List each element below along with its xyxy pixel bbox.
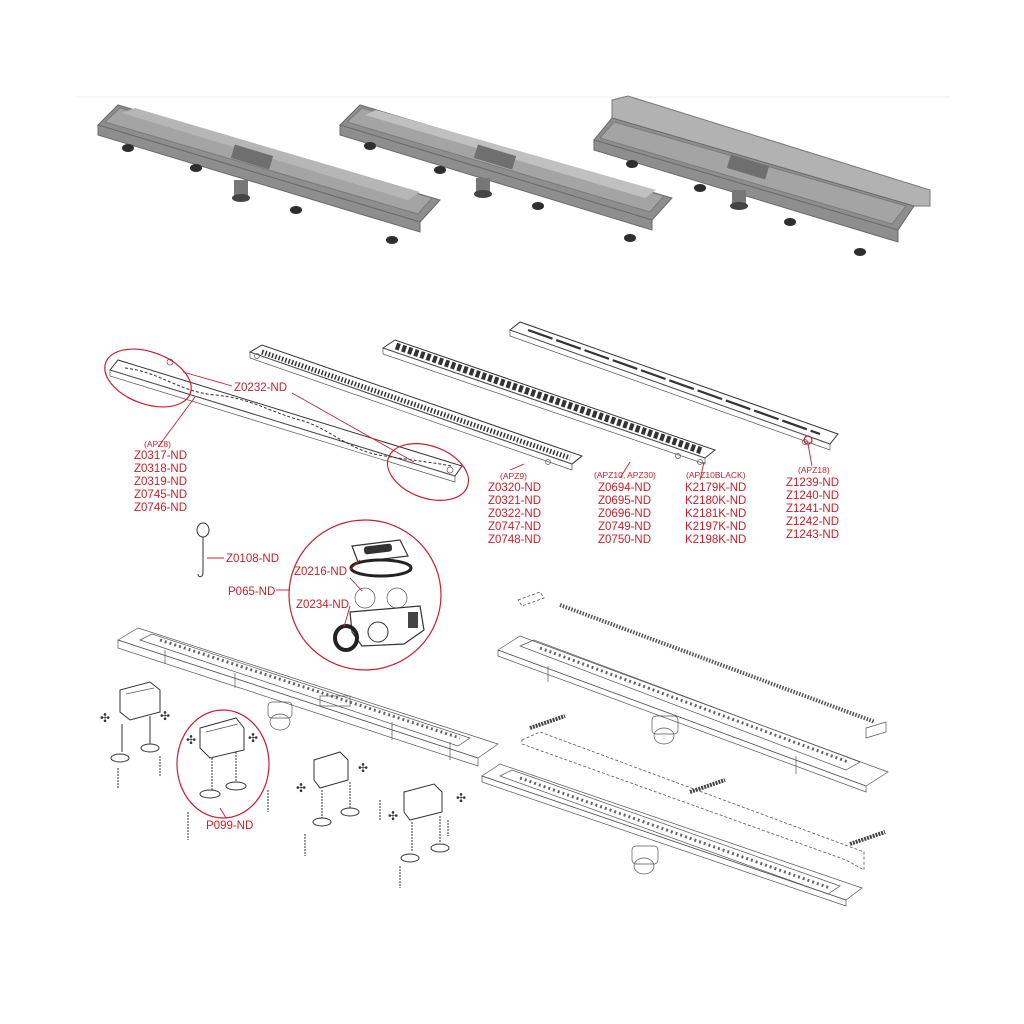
- label-apz18-series: (APZ18): [798, 465, 830, 475]
- foot-group-2: ✣ ✣: [176, 709, 270, 840]
- product-photos: [75, 95, 950, 256]
- grate-apz8: [109, 358, 463, 483]
- label-apz10black-code-1: K2179K-ND: [685, 482, 746, 494]
- label-p099: P099-ND: [206, 820, 253, 832]
- grate-apz18: [508, 321, 839, 451]
- grate-apz9: [248, 344, 584, 471]
- svg-text:✣: ✣: [456, 791, 466, 805]
- label-apz9-code-4: Z0747-ND: [488, 521, 541, 533]
- exploded-channel-left: [117, 627, 499, 767]
- foot-group-1: ✣ ✣: [100, 681, 170, 788]
- label-apz9-code-3: Z0322-ND: [488, 508, 541, 520]
- channel-photo-1: [97, 104, 441, 244]
- label-apz8-code-5: Z0746-ND: [134, 502, 187, 514]
- label-apz10-series: (APZ10, APZ30): [594, 470, 656, 480]
- label-apz18-code-2: Z1240-ND: [786, 490, 839, 502]
- label-apz10-code-5: Z0750-ND: [598, 534, 651, 546]
- foot-group-4: ✣ ✣: [388, 783, 466, 888]
- channel-photo-3: [593, 95, 931, 256]
- label-apz9-series: (APZ9): [500, 471, 527, 481]
- svg-text:✣: ✣: [296, 781, 306, 795]
- siphon-detail-ring: [288, 519, 442, 671]
- label-apz8-code-2: Z0318-ND: [134, 463, 187, 475]
- svg-text:✣: ✣: [388, 809, 398, 823]
- label-apz9-code-5: Z0748-ND: [488, 534, 541, 546]
- svg-text:✣: ✣: [186, 733, 196, 747]
- grate-apz10: [381, 339, 717, 465]
- label-apz10black-code-4: K2197K-ND: [685, 521, 746, 533]
- label-apz10-code-4: Z0749-ND: [598, 521, 651, 533]
- label-apz8-code-1: Z0317-ND: [134, 450, 187, 462]
- label-apz8-code-3: Z0319-ND: [134, 476, 187, 488]
- label-apz18-code-5: Z1243-ND: [786, 529, 839, 541]
- svg-text:✣: ✣: [358, 761, 368, 775]
- label-z0232: Z0232-ND: [234, 382, 287, 394]
- label-apz10-code-2: Z0695-ND: [598, 495, 651, 507]
- svg-text:✣: ✣: [100, 711, 110, 725]
- label-p065: P065-ND: [228, 586, 275, 598]
- label-apz18-code-4: Z1242-ND: [786, 516, 839, 528]
- label-apz10-code-3: Z0696-ND: [598, 508, 651, 520]
- foot-group-3: ✣ ✣: [296, 751, 381, 856]
- label-apz8-series: (APZ8): [144, 439, 171, 449]
- svg-text:✣: ✣: [248, 731, 258, 745]
- label-apz9-code-2: Z0321-ND: [488, 495, 541, 507]
- label-apz10black-series: (APZ10BLACK): [686, 470, 746, 480]
- label-apz10black-code-2: K2180K-ND: [685, 495, 746, 507]
- label-apz18-code-3: Z1241-ND: [786, 503, 839, 515]
- exploded-channel-right: [481, 591, 889, 907]
- svg-text:✣: ✣: [160, 709, 170, 723]
- label-apz18-code-1: Z1239-ND: [786, 477, 839, 489]
- apz18-detail-ring: [803, 435, 813, 445]
- apz8-end-ring-left: [104, 348, 192, 408]
- label-z0108: Z0108-ND: [226, 553, 279, 565]
- part-labels: Z0232-ND (APZ8) Z0317-ND Z0318-ND Z0319-…: [134, 382, 839, 832]
- siphon-cluster: [196, 519, 442, 671]
- label-apz10black-code-5: K2198K-ND: [685, 534, 746, 546]
- label-apz9-code-1: Z0320-ND: [488, 482, 541, 494]
- label-apz8-code-4: Z0745-ND: [134, 489, 187, 501]
- label-z0234: Z0234-ND: [296, 599, 349, 611]
- label-apz10black-code-3: K2181K-ND: [685, 508, 746, 520]
- label-apz10-code-1: Z0694-ND: [598, 482, 651, 494]
- label-z0216: Z0216-ND: [294, 566, 347, 578]
- adjustable-feet: ✣ ✣ ✣ ✣ ✣ ✣: [100, 681, 466, 888]
- channel-photo-2: [339, 104, 673, 242]
- grates-row: [104, 321, 839, 501]
- apz8-end-ring-right: [386, 443, 470, 501]
